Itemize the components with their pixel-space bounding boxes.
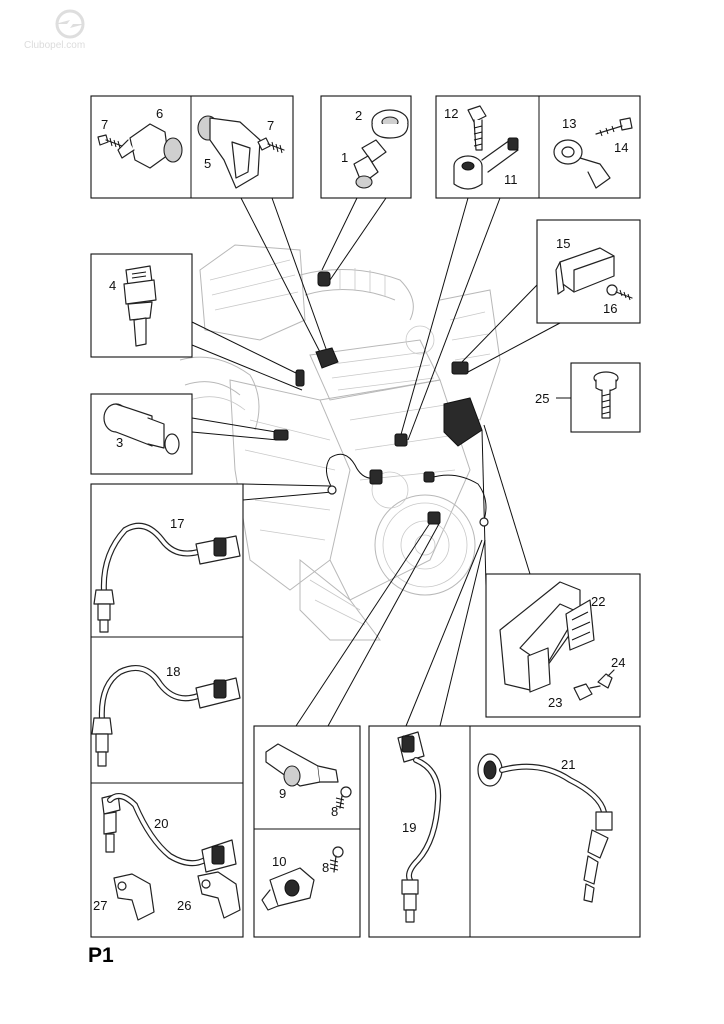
callout-14: 14 [614,140,628,155]
crank-sensor-10-drawing [261,867,315,911]
callout-6: 6 [156,106,163,121]
callout-19: 19 [402,820,416,835]
callout-12: 12 [444,106,458,121]
bolt-7b-drawing [257,137,285,154]
sensor-5-drawing [197,115,261,189]
watermark-logo: Clubopel.com [24,9,85,51]
sensor-4-drawing [123,265,157,347]
callout-4: 4 [109,278,116,293]
sensor-1-drawing [353,139,387,189]
ecu-22-drawing [499,581,595,693]
knock-sensor-13-drawing [553,139,611,189]
callout-16: 16 [603,301,617,316]
bolt-8a-drawing [335,786,352,809]
callout-26: 26 [177,898,191,913]
callout-27: 27 [93,898,107,913]
callout-8a: 8 [331,804,338,819]
map-sensor-15-drawing [555,247,615,295]
bracket-26-drawing [197,871,241,919]
callout-17: 17 [170,516,184,531]
o2-sensor-17-drawing [93,522,241,633]
callout-5: 5 [204,156,211,171]
callout-7b: 7 [267,118,274,133]
o2-sensor-21-drawing [477,753,613,903]
callout-10: 10 [272,854,286,869]
callout-2: 2 [355,108,362,123]
seal-ring-2-drawing [371,109,409,139]
callout-24: 24 [611,655,625,670]
crank-sensor-9-drawing [265,743,339,787]
bolt-14-drawing [595,117,633,137]
screw-24-drawing [597,669,615,689]
callout-9: 9 [279,786,286,801]
bracket-27-drawing [113,873,155,921]
callout-22: 22 [591,594,605,609]
callout-21: 21 [561,757,575,772]
o2-sensor-19-drawing [397,731,442,923]
callout-3: 3 [116,435,123,450]
bolt-12-drawing [467,105,487,151]
knock-sensor-11-drawing [453,137,519,190]
watermark-text: Clubopel.com [24,40,85,51]
o2-sensor-20-drawing [101,793,237,873]
sensor-3-drawing [103,403,180,455]
engine-mounted-parts [273,271,489,527]
bolt-7a-drawing [97,134,123,149]
callout-numbers: 1 2 3 4 5 6 7 7 8 8 9 10 11 12 13 14 15 … [93,106,628,913]
callout-15: 15 [556,236,570,251]
callout-25: 25 [535,391,549,406]
screw-23-drawing [573,683,601,701]
callout-7a: 7 [101,117,108,132]
callout-11: 11 [504,172,518,187]
bolt-16-drawing [606,284,633,301]
callout-13: 13 [562,116,576,131]
leader-lines [191,197,571,727]
bolt-25-drawing [593,371,619,419]
page-label: P1 [88,944,114,967]
bolt-8b-drawing [329,846,344,873]
callout-1: 1 [341,150,348,165]
o2-sensor-18-drawing [91,665,241,767]
callout-18: 18 [166,664,180,679]
callout-8b: 8 [322,860,329,875]
sensor-6-drawing [117,123,183,169]
callout-23: 23 [548,695,562,710]
callout-20: 20 [154,816,168,831]
